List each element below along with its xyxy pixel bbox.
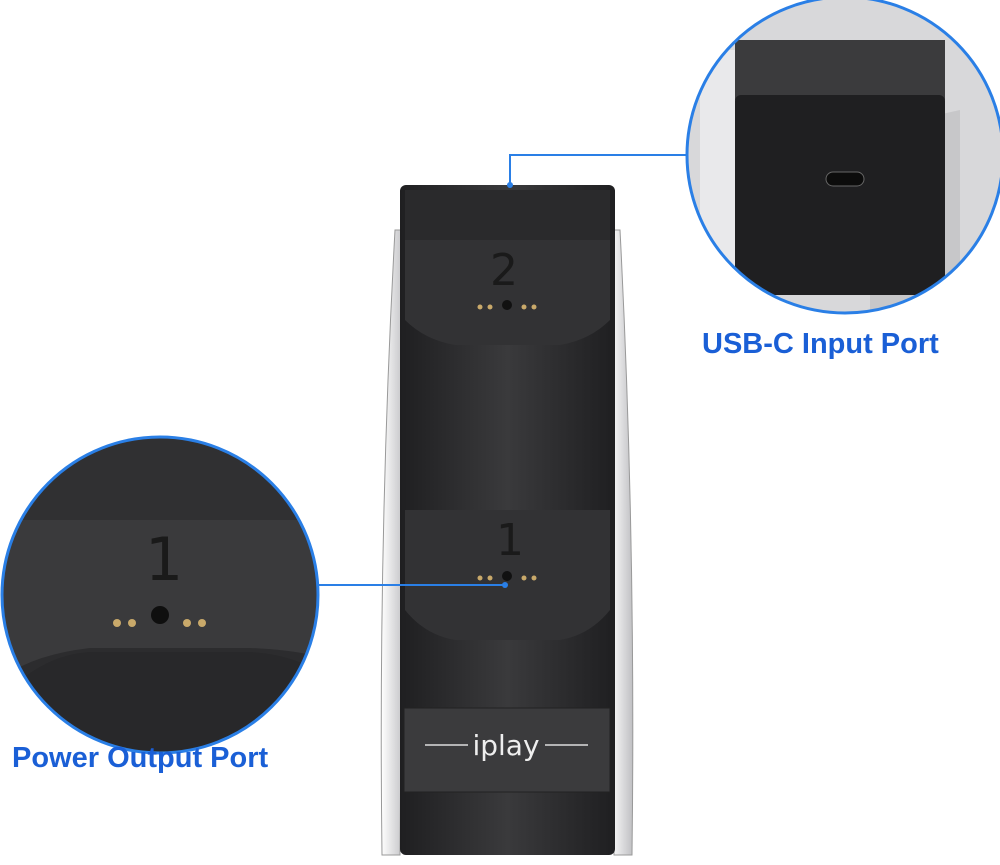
power-output-port-label: Power Output Port (12, 742, 269, 774)
power-output-zoom-circle (0, 435, 320, 755)
usb-c-callout-line (509, 154, 687, 185)
charging-dock: iplay (380, 185, 634, 856)
usb-c-input-port-label: USB-C Input Port (702, 328, 939, 360)
usb-c-zoom-circle (685, 0, 1000, 315)
slot-number-2: 2 (490, 245, 518, 296)
slot-number-1: 1 (496, 515, 524, 566)
iplay-logo: iplay (472, 729, 539, 762)
zoom-slot-number-1: 1 (145, 525, 184, 595)
usb-c-port-icon (825, 171, 865, 187)
